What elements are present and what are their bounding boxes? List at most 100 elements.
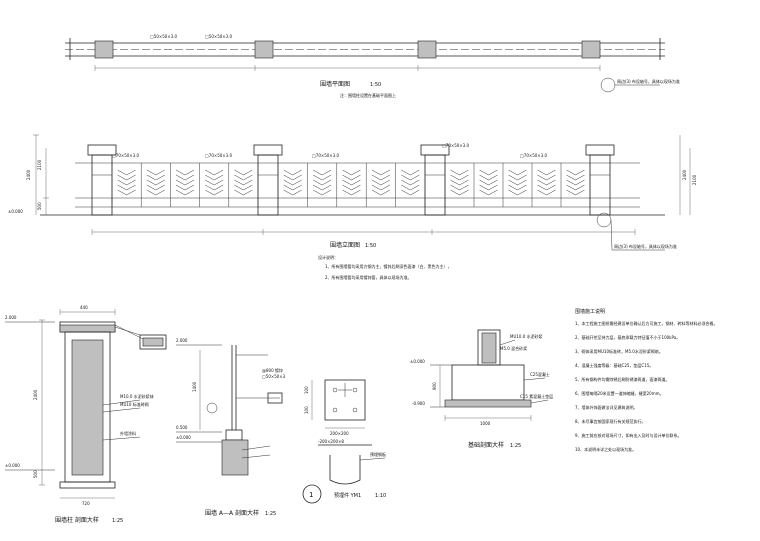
- foundation-dim-h: 900: [432, 382, 437, 390]
- fence-chevron: [401, 169, 420, 196]
- foundation-level-bottom: -0.900: [412, 401, 425, 406]
- spec-item: 5、所有钢构件均需除锈后刷防锈漆两道，面漆两道。: [575, 376, 670, 382]
- section-aa-label: @800 镀锌: [262, 367, 283, 373]
- elev-dim-right: 2400: [682, 169, 687, 180]
- plan-pillar: [581, 40, 601, 59]
- column-level-base: ±0.000: [5, 463, 20, 468]
- section-aa-level-base: ±0.000: [176, 435, 191, 440]
- foundation-title: 基础剖面大样: [468, 441, 504, 449]
- elev-pipe-label: □70×50×3.0: [312, 153, 339, 158]
- elev-note: 1、所有围墙管均采用方钢为主，镀锌后刷深色面漆（白、黑色为主），: [325, 263, 452, 269]
- elev-pillar-cap: [253, 144, 283, 156]
- fence-chevron: [175, 169, 195, 196]
- plan-pillar: [254, 40, 274, 59]
- column-dim-bottom: 720: [82, 501, 90, 506]
- fence-chevron: [146, 169, 165, 196]
- elev-dim-right-pillar: 2100: [692, 174, 697, 185]
- plan-note: 注：围墙柱设置在基础平面图上: [340, 92, 396, 98]
- elevation-view: 2400 2100 500 ±0.000 2400 2100 □70×50×3.…: [8, 134, 697, 280]
- elev-scale: 1:50: [365, 243, 376, 249]
- embed-dim: 200×200: [330, 431, 349, 436]
- column-label: M10.0 水泥砂浆抹: [120, 393, 154, 399]
- section-aa-footing: [221, 439, 249, 476]
- embed-dim: -200×200×8: [318, 439, 344, 444]
- embed-dim: 100: [304, 386, 309, 394]
- elev-pillar: [589, 154, 611, 216]
- fence-chevron: [234, 169, 253, 196]
- spec-item: 10、本说明未详之处以现场为准。: [575, 446, 636, 452]
- fence-chevron: [537, 169, 556, 196]
- foundation-section: ±0.000 -0.900 1000 900 MU10.0 水泥砂浆 M5.0 …: [410, 329, 553, 449]
- spec-notes: 围墙施工说明 1、本工程施工图纸需经建设单位确认后方可施工，钢材、砖料等材料必须…: [575, 308, 718, 452]
- elev-pillar: [257, 154, 279, 216]
- elev-notes-head: 设计说明：: [318, 254, 338, 260]
- elev-pillar: [424, 154, 446, 216]
- foundation-dim-w: 1000: [480, 421, 491, 426]
- fence-chevron: [283, 169, 302, 196]
- column-section: 440 720 2400 500 2.000 ±0.000 M10.0 水泥砂浆…: [5, 305, 167, 524]
- embed-label: 预埋钢板: [370, 451, 386, 457]
- fence-chevron: [508, 169, 527, 196]
- spec-item: 3、砌体采用MU10标准砖，M5.0水泥砂浆砌筑。: [575, 348, 663, 354]
- fence-chevron: [117, 169, 136, 196]
- elev-pillar: [91, 154, 113, 216]
- section-aa-scale: 1:25: [265, 511, 276, 517]
- column-level-top: 2.000: [5, 315, 17, 320]
- foundation-scale: 1:25: [510, 443, 521, 449]
- column-title: 围墙柱 剖面大样: [55, 516, 99, 524]
- fence-chevron: [371, 169, 391, 196]
- fence-chevron: [566, 169, 585, 196]
- column-scale: 1:25: [112, 518, 123, 524]
- spec-item: 2、基础开挖至持力层，基底承载力特征值不小于100kPa。: [575, 334, 680, 340]
- plan-pipe-label: □50×50×3.0: [150, 34, 177, 39]
- elev-title: 围墙立面图: [330, 241, 360, 249]
- spec-item: 1、本工程施工图纸需经建设单位确认后方可施工，钢材、砖料等材料必须合格。: [575, 320, 718, 326]
- elev-pillar-cap: [585, 144, 615, 156]
- embed-number-circle: [302, 484, 322, 504]
- plan-scale: 1:50: [370, 82, 381, 88]
- fence-chevron: [205, 169, 224, 196]
- fence-chevron: [342, 169, 361, 196]
- section-aa-dim-h: 1400: [192, 381, 197, 392]
- spec-item: 7、墙体外饰面做法详见建筑说明。: [575, 404, 638, 410]
- plan-title: 围墙平面图: [320, 80, 350, 88]
- foundation-level-top: ±0.000: [410, 359, 425, 364]
- plan-callout: 周边(3) 布设轴号，具体以现场为准: [617, 78, 680, 84]
- embed-dim: 100: [304, 406, 309, 414]
- section-aa: @800 镀锌 □50×50×3 2.000 0.500 ±0.000 1400…: [176, 338, 286, 517]
- column-dim-h: 2400: [33, 389, 38, 400]
- section-aa-title: 围墙 A—A 剖面大样: [205, 509, 259, 517]
- foundation-label: M5.0 混合砂浆: [500, 345, 527, 351]
- plan-pipe-label: □50×50×3.0: [205, 34, 232, 39]
- fence-chevron: [312, 169, 332, 196]
- embed-title: 预埋件 YM1: [334, 492, 361, 499]
- plan-pillar: [417, 40, 437, 59]
- column-label: MU10 标准砖砌: [120, 401, 149, 407]
- elev-pipe-label: □70×50×3.0: [205, 153, 232, 158]
- embed-number: 1: [309, 491, 313, 499]
- elev-level: ±0.000: [8, 209, 23, 214]
- plan-view: □50×50×3.0 □50×50×3.0 围墙平面图 1:50 注：围墙柱设置…: [65, 34, 680, 98]
- fence-chevron: [450, 169, 469, 196]
- spec-title: 围墙施工说明: [575, 308, 605, 315]
- elev-pipe-label: □70×50×3.0: [112, 153, 139, 158]
- elev-pipe-label: □70×50×3.0: [442, 143, 469, 148]
- column-dim-seg: 500: [33, 470, 38, 478]
- elev-dim-pillar: 2100: [37, 159, 42, 170]
- plan-pillar: [94, 40, 114, 59]
- elev-note: 2、所有围墙管均采用镀锌管，具体以现场为准。: [325, 274, 412, 280]
- foundation-label: C25混凝土: [530, 371, 550, 377]
- spec-item: 6、围墙每隔20米设置一道伸缩缝，缝宽20mm。: [575, 390, 664, 396]
- foundation-label: C15 素混凝土垫层: [520, 393, 553, 399]
- foundation-label: MU10.0 水泥砂浆: [510, 333, 543, 339]
- section-aa-level-top: 2.000: [176, 338, 188, 343]
- elev-dim-base: 500: [37, 202, 42, 210]
- elev-pipe-label: □70×50×3.0: [520, 153, 547, 158]
- section-aa-label: □50×50×3: [262, 374, 286, 379]
- foundation-block: [451, 364, 525, 401]
- column-body: [71, 339, 104, 476]
- fence-chevron: [479, 169, 498, 196]
- elev-dim-total: 2400: [26, 169, 31, 180]
- embed-scale: 1:10: [375, 493, 386, 499]
